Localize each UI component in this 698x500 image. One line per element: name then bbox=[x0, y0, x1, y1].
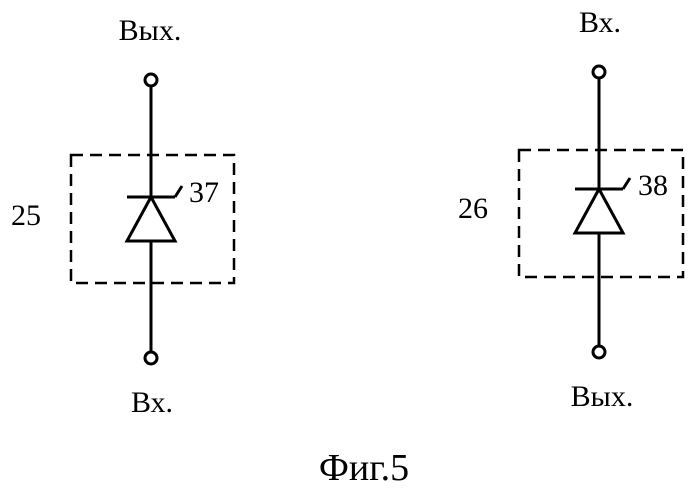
bottom-terminal-node bbox=[593, 346, 605, 358]
bottom-terminal-label: Вых. bbox=[571, 380, 634, 413]
figure-caption: Фиг.5 bbox=[319, 447, 409, 489]
zener-cathode-hook bbox=[623, 178, 630, 189]
diode-triangle bbox=[127, 197, 175, 241]
zener-cathode-hook bbox=[175, 186, 182, 197]
block-label: 26 bbox=[458, 192, 488, 225]
bottom-terminal-label: Вх. bbox=[131, 386, 173, 419]
top-terminal-label: Вых. bbox=[119, 14, 182, 47]
block-label: 25 bbox=[11, 199, 41, 232]
diagram-left: Вых. 25 37 Вх. bbox=[11, 14, 234, 419]
top-terminal-node bbox=[145, 74, 157, 86]
element-label: 38 bbox=[638, 169, 668, 202]
diagram-right: Вх. 26 38 Вых. bbox=[458, 6, 683, 413]
top-terminal-label: Вх. bbox=[579, 6, 621, 39]
diode-triangle bbox=[575, 189, 623, 233]
top-terminal-node bbox=[593, 66, 605, 78]
bottom-terminal-node bbox=[145, 352, 157, 364]
element-label: 37 bbox=[189, 176, 219, 209]
